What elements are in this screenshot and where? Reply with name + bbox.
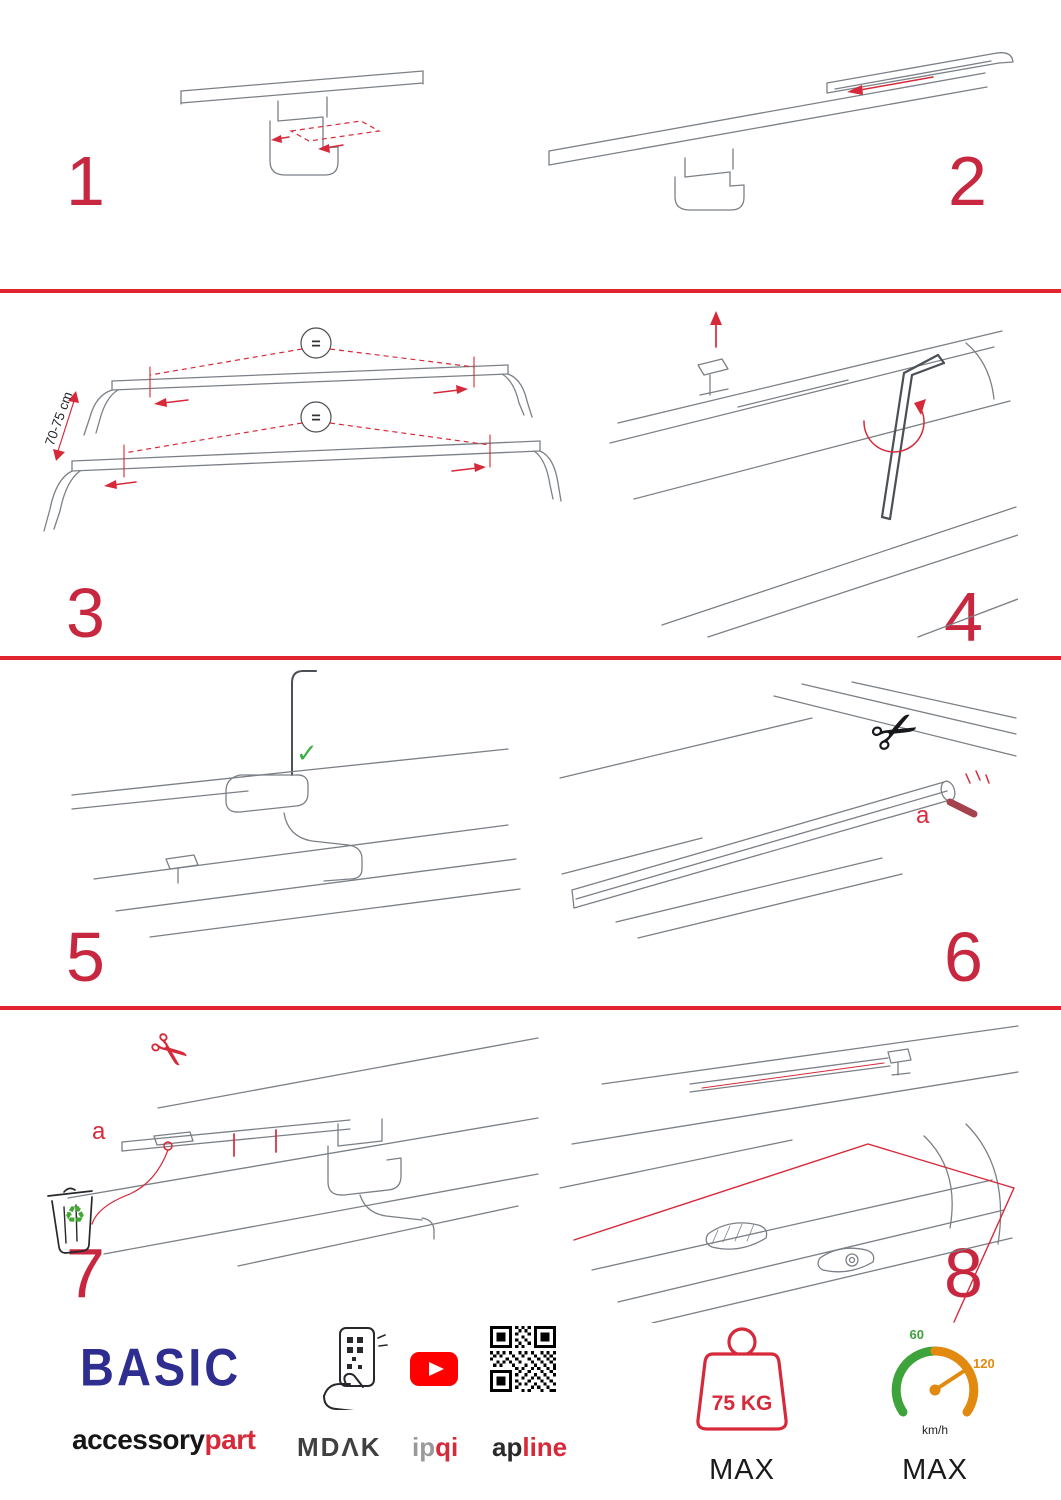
recycle-icon: ♻ xyxy=(64,1202,86,1229)
step-3-illustration: = = xyxy=(43,327,562,532)
brand-logo: BASIC xyxy=(80,1337,242,1397)
cut-label-a: a xyxy=(92,1118,106,1145)
phone-qr-icon xyxy=(323,1327,388,1410)
step-4-illustration xyxy=(609,311,1018,638)
partner-apline: apline xyxy=(492,1432,567,1463)
equals-badge-top xyxy=(300,327,332,359)
step-number-6: 6 xyxy=(944,918,983,996)
weight-icon: 75 KG xyxy=(696,1327,788,1431)
section-divider xyxy=(0,1006,1061,1010)
cut-label-a: a xyxy=(916,802,930,829)
step-number-1: 1 xyxy=(66,142,105,220)
partner-line: line xyxy=(522,1432,568,1462)
weight-max-label: MAX xyxy=(709,1454,775,1486)
step-number-2: 2 xyxy=(948,142,987,220)
weight-value: 75 KG xyxy=(712,1392,773,1415)
brand-wordmark: accessorypart xyxy=(72,1424,256,1456)
qr-code xyxy=(490,1326,556,1392)
partner-qi: qi xyxy=(435,1432,459,1462)
trash-icon xyxy=(47,1187,93,1254)
step-1-illustration xyxy=(180,70,424,176)
step-2-illustration xyxy=(548,52,1014,211)
section-divider xyxy=(0,289,1061,293)
partner-ip: ip xyxy=(412,1432,436,1462)
youtube-icon xyxy=(410,1352,458,1386)
step-6-illustration xyxy=(559,681,1017,939)
partner-ap: ap xyxy=(492,1432,523,1462)
speed-high-label: 120 xyxy=(973,1356,994,1371)
step-number-4: 4 xyxy=(944,578,983,656)
brand-part: part xyxy=(204,1424,256,1455)
section-divider xyxy=(0,656,1061,660)
speedometer-icon: 60 120 km/h xyxy=(891,1327,994,1437)
speed-low-label: 60 xyxy=(910,1327,924,1342)
step-5-illustration xyxy=(71,670,521,938)
step-number-5: 5 xyxy=(66,918,105,996)
step-number-3: 3 xyxy=(66,574,105,652)
speed-unit-label: km/h xyxy=(922,1423,948,1437)
brand-accessory: accessory xyxy=(72,1424,205,1455)
equals-top: = xyxy=(311,336,320,353)
speed-max-label: MAX xyxy=(902,1454,968,1486)
partner-ipqi: ipqi xyxy=(412,1432,458,1463)
step-8-illustration xyxy=(559,1025,1019,1323)
checkmark-icon: ✓ xyxy=(296,738,318,768)
step-7-illustration xyxy=(47,1037,539,1267)
partner-mdak: MDΛK xyxy=(297,1432,382,1462)
equals-bottom: = xyxy=(311,410,320,427)
equals-badge-bottom xyxy=(300,401,332,433)
